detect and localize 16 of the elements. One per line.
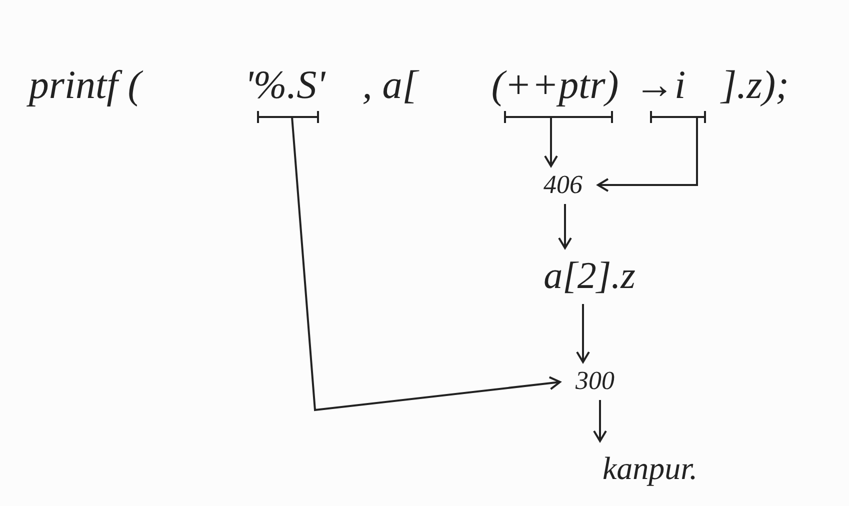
bracket-arrow xyxy=(597,110,706,192)
bracket-arrow xyxy=(257,110,561,412)
member-access: →i xyxy=(630,55,690,115)
output-text: kanpur. xyxy=(575,443,725,493)
array-expression: a[2].z xyxy=(482,250,697,302)
address-value: 406 xyxy=(530,168,596,202)
arrow xyxy=(593,400,607,442)
pointer-expression: (++ptr) xyxy=(480,55,630,115)
format-string: '%.S' xyxy=(240,55,330,115)
bracket-arrow xyxy=(504,110,613,167)
code-text: printf ( xyxy=(10,55,160,115)
arrow xyxy=(576,304,590,363)
code-text: ].z); xyxy=(690,55,820,115)
arrow xyxy=(558,204,572,249)
address-value: 300 xyxy=(562,364,628,398)
code-text: , a[ xyxy=(330,55,450,115)
